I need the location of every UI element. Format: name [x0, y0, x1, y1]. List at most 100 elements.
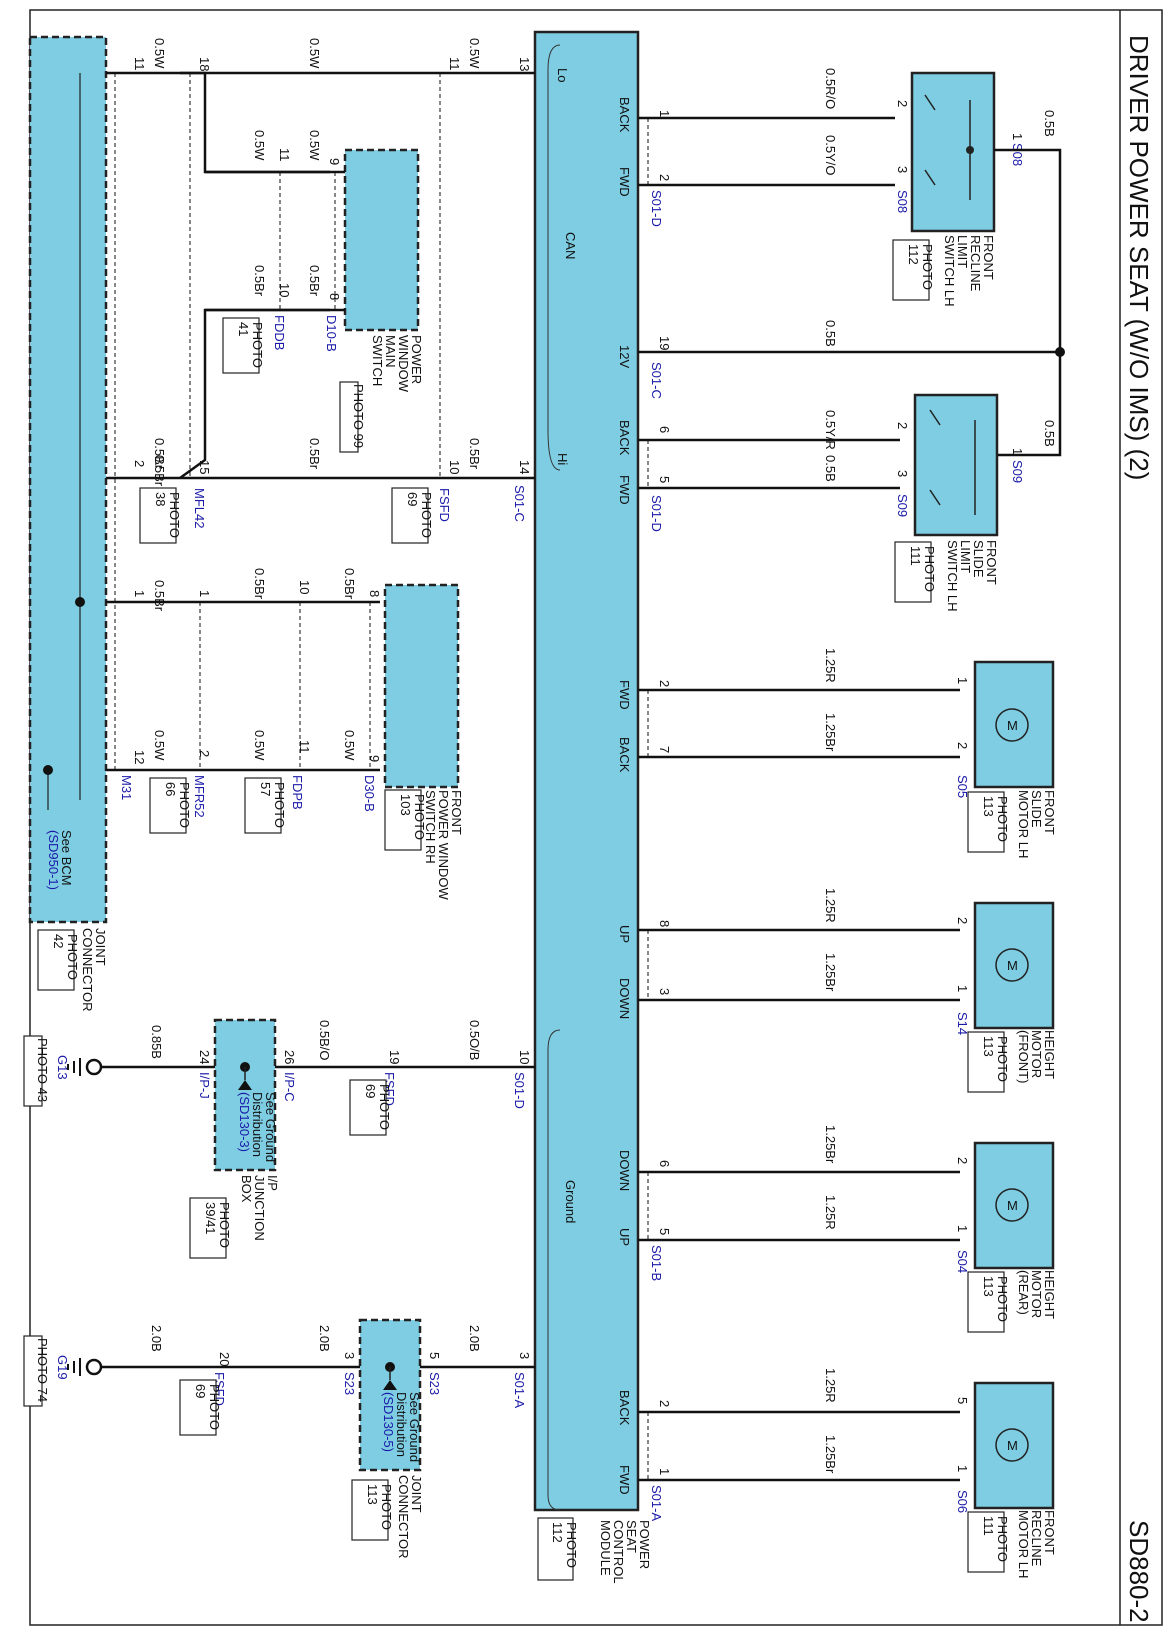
svg-text:10: 10 [277, 283, 292, 297]
svg-text:0.5W: 0.5W [252, 730, 267, 761]
front-slide-motor: M 2 7 FWD BACK 1.25R 1.25Br 1 2 S05 FRON… [617, 648, 1057, 858]
svg-text:1.25Br: 1.25Br [823, 953, 838, 992]
svg-text:BACK: BACK [617, 420, 632, 456]
svg-text:S23: S23 [342, 1372, 357, 1395]
svg-text:9: 9 [327, 158, 342, 165]
recline-switch-name: FRONT RECLINE LIMIT SWITCH LH [942, 235, 996, 307]
svg-text:113: 113 [365, 1484, 380, 1505]
page-code: SD880-2 [1124, 1520, 1154, 1623]
svg-text:0.5Br: 0.5Br [307, 265, 322, 297]
svg-text:11: 11 [277, 148, 292, 162]
svg-text:24: 24 [197, 1050, 212, 1064]
svg-text:2: 2 [955, 742, 970, 749]
svg-text:PHOTO: PHOTO [65, 934, 80, 980]
svg-text:G19: G19 [55, 1355, 70, 1380]
svg-text:PHOTO: PHOTO [379, 1484, 394, 1530]
svg-text:0.85B: 0.85B [149, 1025, 164, 1059]
svg-text:11: 11 [447, 57, 462, 71]
svg-text:PHOTO: PHOTO [419, 492, 434, 538]
svg-text:PHOTO: PHOTO [995, 1036, 1010, 1082]
svg-text:FWD: FWD [617, 167, 632, 197]
svg-text:5: 5 [955, 1397, 970, 1404]
svg-text:0.5W: 0.5W [152, 38, 167, 69]
svg-text:1: 1 [1010, 133, 1025, 140]
svg-text:D30-B: D30-B [362, 775, 377, 812]
module-hi-label: Hi [555, 453, 570, 465]
svg-text:CONNECTOR: CONNECTOR [396, 1475, 411, 1559]
svg-text:3: 3 [657, 988, 672, 995]
svg-text:1: 1 [955, 1465, 970, 1472]
ground-g19: G19 PHOTO 74 [23, 1335, 103, 1407]
svg-text:10: 10 [517, 1050, 532, 1064]
svg-text:PHOTO: PHOTO [995, 796, 1010, 842]
svg-text:FDPB: FDPB [290, 775, 305, 810]
svg-text:15: 15 [197, 460, 212, 474]
svg-text:MOTOR LH: MOTOR LH [1016, 790, 1031, 858]
svg-text:3: 3 [517, 1352, 532, 1359]
svg-text:RECLINE: RECLINE [968, 235, 983, 292]
svg-text:FRONT: FRONT [449, 790, 464, 835]
svg-text:0.5Br: 0.5Br [252, 568, 267, 600]
svg-text:6: 6 [657, 426, 672, 433]
svg-text:14: 14 [517, 460, 532, 474]
svg-text:57: 57 [258, 782, 273, 796]
joint-connector-s23 [358, 1318, 422, 1472]
svg-text:See Ground: See Ground [263, 1092, 278, 1162]
svg-text:3: 3 [895, 166, 910, 173]
svg-text:PHOTO: PHOTO [377, 1084, 392, 1130]
svg-text:S09: S09 [895, 494, 910, 517]
svg-text:(FRONT): (FRONT) [1016, 1030, 1031, 1083]
svg-text:3: 3 [895, 470, 910, 477]
svg-text:FDDB: FDDB [272, 315, 287, 350]
ground-g13: G13 PHOTO 43 [23, 1035, 103, 1107]
svg-text:0.5B: 0.5B [1042, 420, 1057, 447]
svg-text:2.0B: 2.0B [149, 1325, 164, 1352]
svg-text:SLIDE: SLIDE [971, 540, 986, 578]
svg-text:0.5B: 0.5B [1042, 110, 1057, 137]
svg-text:5: 5 [427, 1352, 442, 1359]
svg-text:PHOTO: PHOTO [995, 1276, 1010, 1322]
svg-text:66: 66 [163, 782, 178, 796]
svg-text:2: 2 [895, 100, 910, 107]
svg-text:UP: UP [617, 925, 632, 943]
svg-text:8: 8 [327, 293, 342, 300]
front-recline-motor: M 2 1 BACK FWD S01-A 1.25R 1.25Br 5 1 S0… [617, 1368, 1057, 1578]
svg-text:1: 1 [1010, 448, 1025, 455]
svg-text:See Ground: See Ground [407, 1392, 422, 1462]
svg-text:BACK: BACK [617, 97, 632, 133]
svg-text:1.25Br: 1.25Br [823, 1435, 838, 1474]
svg-text:1: 1 [955, 1225, 970, 1232]
joint-connector [28, 35, 108, 924]
svg-text:1: 1 [955, 677, 970, 684]
svg-text:M: M [1007, 1438, 1018, 1453]
svg-text:PHOTO: PHOTO [167, 492, 182, 538]
svg-text:S09: S09 [1010, 460, 1025, 483]
svg-text:112: 112 [550, 1522, 565, 1543]
svg-text:2.0B: 2.0B [317, 1325, 332, 1352]
svg-text:3: 3 [342, 1352, 357, 1359]
svg-text:BACK: BACK [617, 1390, 632, 1426]
svg-text:PHOTO: PHOTO [412, 794, 427, 840]
svg-text:DOWN: DOWN [617, 978, 632, 1019]
svg-text:Distribution: Distribution [250, 1092, 265, 1157]
svg-text:1: 1 [132, 590, 147, 597]
svg-text:FWD: FWD [617, 680, 632, 710]
svg-text:2: 2 [657, 680, 672, 687]
svg-text:HEIGHT: HEIGHT [1042, 1270, 1057, 1319]
svg-text:112: 112 [906, 244, 921, 265]
svg-text:12: 12 [132, 750, 147, 764]
svg-text:0.5Br: 0.5Br [467, 438, 482, 470]
svg-text:2: 2 [657, 174, 672, 181]
front-power-window-switch-rh [383, 583, 460, 789]
front-slide-limit-switch [913, 393, 999, 537]
power-window-main-switch [343, 148, 420, 332]
svg-text:M: M [1007, 958, 1018, 973]
svg-text:S14: S14 [955, 1012, 970, 1035]
svg-text:S01-A: S01-A [512, 1372, 527, 1408]
svg-text:M31: M31 [119, 775, 134, 800]
svg-text:PHOTO: PHOTO [564, 1522, 579, 1568]
module-name: POWER SEAT CONTROL MODULE [598, 1520, 652, 1584]
svg-text:FRONT: FRONT [984, 540, 999, 585]
power-seat-control-module [533, 30, 640, 1512]
